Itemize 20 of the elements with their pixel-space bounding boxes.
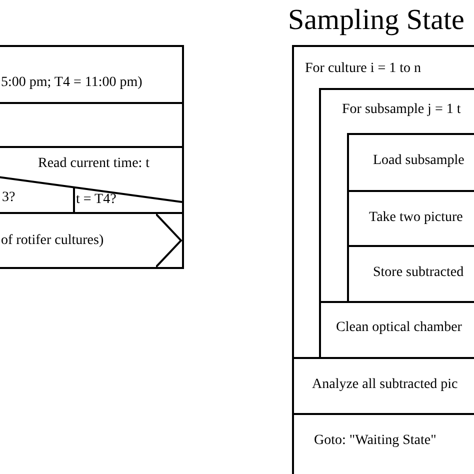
step-text: Read current time: t <box>38 157 150 171</box>
step-text: 5:00 pm; T4 = 11:00 pm) <box>1 76 142 90</box>
loop-box <box>319 88 474 359</box>
process-box <box>0 212 184 269</box>
process-box <box>347 133 474 192</box>
step-text: Take two picture <box>369 211 463 225</box>
process-box <box>0 45 184 104</box>
step-text: Analyze all subtracted pic <box>312 378 458 392</box>
step-text: Clean optical chamber <box>336 321 462 335</box>
step-text: t = T4? <box>76 193 116 207</box>
step-text: Load subsample <box>373 154 464 168</box>
step-text: 3? <box>2 191 16 205</box>
step-text: For culture i = 1 to n <box>305 62 421 76</box>
diagram-title: Sampling State <box>288 3 464 38</box>
step-text: Store subtracted <box>373 266 464 280</box>
step-text: of rotifer cultures) <box>1 234 104 248</box>
step-text: Goto: "Waiting State" <box>314 434 436 448</box>
step-text: For subsample j = 1 t <box>342 103 461 117</box>
loop-box <box>292 45 474 474</box>
decision-box <box>0 146 184 214</box>
